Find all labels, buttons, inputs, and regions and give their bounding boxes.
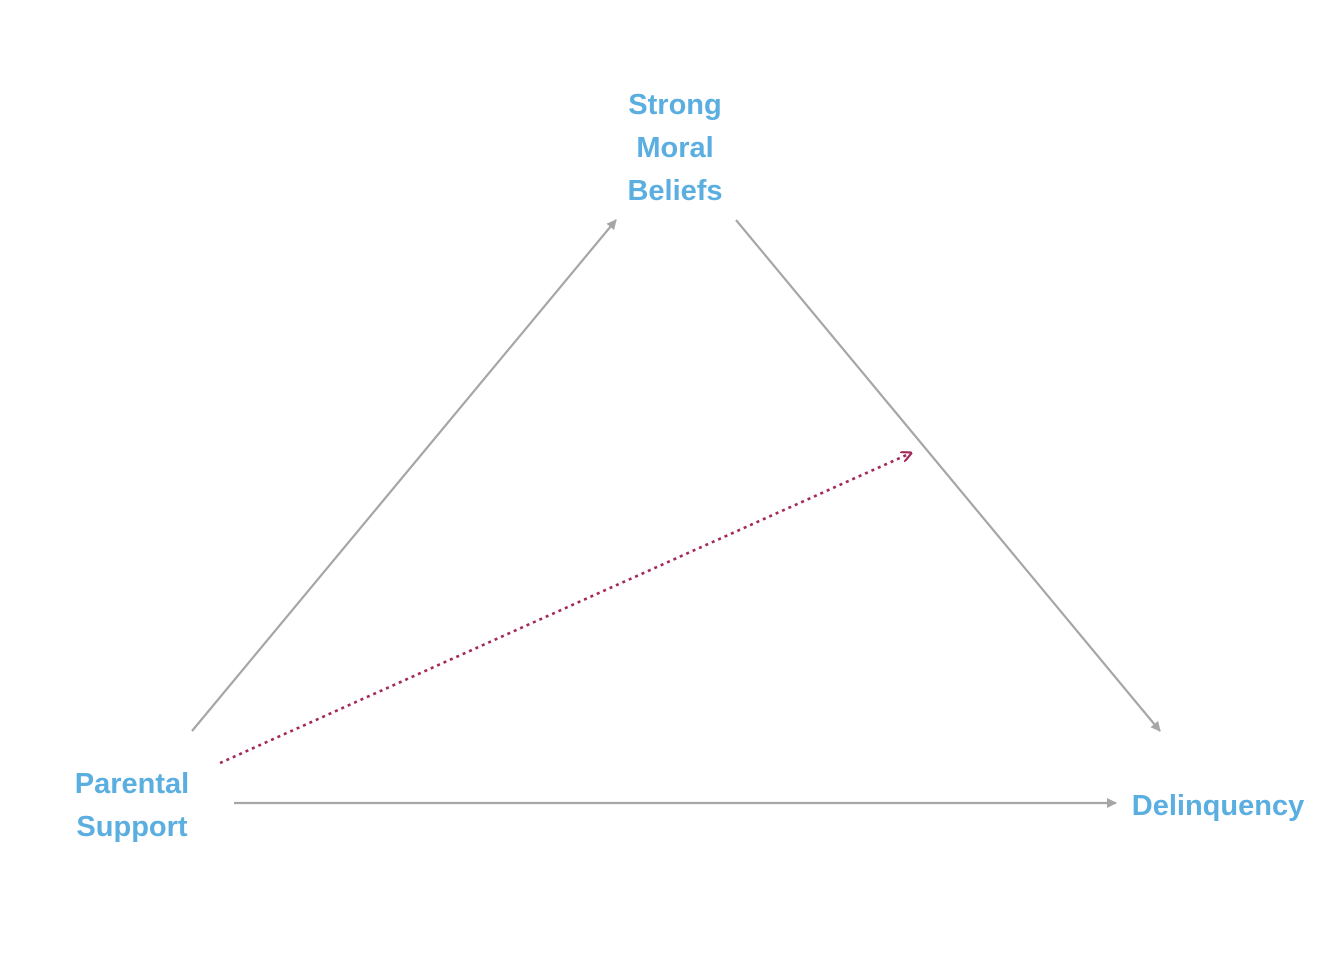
node-label-line: Parental (74, 768, 190, 800)
node-label-line: Moral (636, 132, 714, 164)
arrow-moral-to-delinquency (735, 219, 1161, 732)
node-label-line: Delinquency (1131, 790, 1305, 822)
node-delinquency: Delinquency (1118, 785, 1318, 828)
node-label-line: Strong (628, 89, 722, 121)
node-strong-moral-beliefs: Strong Moral Beliefs (600, 84, 750, 213)
node-label-line: Beliefs (627, 175, 723, 207)
moderation-arrow-dotted (219, 453, 911, 765)
node-parental-support: Parental Support (57, 763, 207, 849)
node-label-line: Support (76, 811, 188, 843)
arrow-parental-to-moral (191, 219, 617, 732)
